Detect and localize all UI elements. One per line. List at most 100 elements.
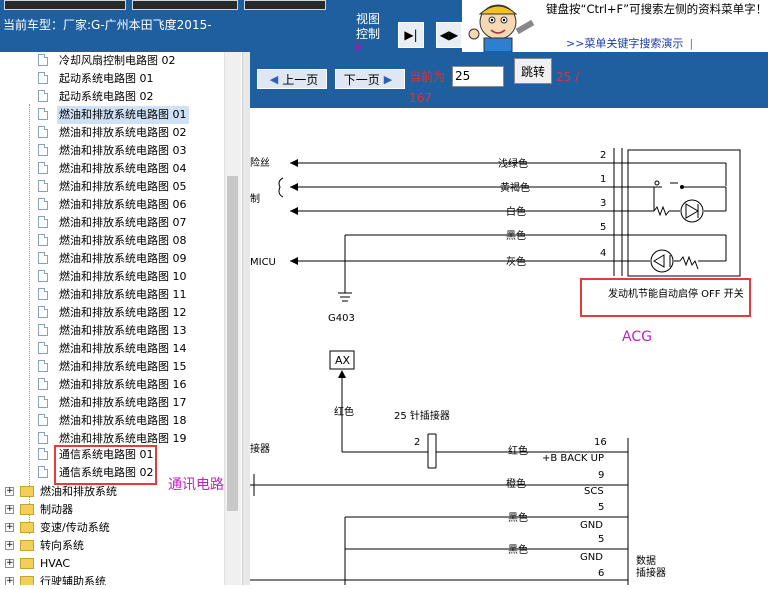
tree-guide-line — [29, 104, 30, 534]
jump-button[interactable]: 跳转 — [514, 58, 552, 84]
signal-label: SCS — [584, 486, 604, 497]
ax-label: AX — [335, 354, 351, 367]
panel-divider[interactable] — [242, 52, 251, 585]
wire-color: 黑色 — [508, 543, 528, 556]
expand-icon[interactable]: + — [5, 486, 14, 496]
document-icon — [38, 126, 48, 138]
document-icon — [38, 216, 48, 228]
document-icon — [38, 144, 48, 156]
pin-number: 5 — [600, 222, 606, 233]
wire-color: 橙色 — [506, 477, 526, 490]
document-icon — [38, 432, 48, 444]
split-view-button[interactable]: ◀▶ — [436, 22, 462, 48]
document-icon — [38, 306, 48, 318]
arrow-left-icon: ◀ — [269, 72, 279, 86]
expand-icon[interactable]: + — [5, 504, 14, 514]
view-control-label: 视图 控制 — [356, 12, 380, 52]
wiring-diagram-svg: 险丝 制 MICU 接器 浅绿色 黄褐色 白色 黑色 灰色 红色 橙色 黑色 黑… — [250, 148, 744, 585]
current-page-label: 当前为 — [409, 70, 446, 84]
toolbar-button[interactable] — [244, 0, 326, 10]
wiring-diagram: 险丝 制 MICU 接器 浅绿色 黄褐色 白色 黑色 灰色 红色 橙色 黑色 黑… — [250, 108, 768, 585]
data-connector-label: 数据 — [636, 554, 656, 567]
page-total-count: 167 — [409, 91, 432, 105]
switch-caption: 发动机节能自动启停 OFF 开关 — [608, 287, 744, 300]
annotation-label: 通讯电路 — [168, 477, 224, 493]
wire-color: 灰色 — [506, 255, 526, 268]
toolbar-button[interactable] — [132, 0, 238, 10]
pin-number: 5 — [598, 534, 604, 545]
document-icon — [38, 414, 48, 426]
wire-color: 红色 — [508, 444, 528, 457]
toolbar-button[interactable] — [4, 0, 126, 10]
wire-color: 白色 — [506, 205, 526, 218]
diagram-left-label: MICU — [250, 257, 276, 268]
highlight-box — [54, 445, 157, 485]
folder-icon — [20, 558, 34, 569]
expand-icon[interactable]: + — [5, 522, 14, 532]
expand-icon[interactable]: + — [5, 576, 14, 585]
pin-number: 6 — [598, 568, 604, 579]
document-icon — [38, 378, 48, 390]
document-icon — [38, 108, 48, 120]
diagram-left-label: 制 — [250, 192, 260, 205]
pin-number: 16 — [594, 437, 607, 448]
diagram-left-label: 接器 — [250, 442, 270, 455]
signal-label: GND — [580, 520, 603, 531]
split-arrows-icon: ◀▶ — [439, 28, 459, 42]
pin-number: 1 — [600, 174, 606, 185]
next-page-button[interactable]: 下一页▶ — [335, 69, 405, 89]
scrollbar-thumb[interactable] — [227, 176, 238, 511]
document-icon — [38, 288, 48, 300]
page-number-input[interactable]: 25 — [452, 66, 504, 87]
document-icon — [38, 396, 48, 408]
document-icon — [38, 342, 48, 354]
pin-number: 9 — [598, 470, 604, 481]
folder-icon — [20, 522, 34, 533]
folder-icon — [20, 504, 34, 515]
car-type-label: 当前车型：厂家:G-广州本田飞度2015- — [3, 18, 212, 32]
expand-icon[interactable]: + — [5, 540, 14, 550]
connector-title: 25 针插接器 — [394, 409, 450, 422]
document-icon — [38, 466, 48, 478]
data-connector-label: 插接器 — [636, 566, 666, 579]
folder-icon — [20, 486, 34, 497]
diagram-left-label: 险丝 — [250, 156, 270, 169]
pin-number: 5 — [598, 502, 604, 513]
page-total: 25 / — [556, 70, 580, 84]
pin-number: 2 — [600, 150, 606, 161]
pager-bar: ◀上一页 下一页▶ — [250, 52, 768, 108]
help-panel: 键盘按“Ctrl+F”可搜索左侧的资料菜单字！ >>菜单关键字搜索演示| — [462, 0, 768, 52]
wire-color: 黑色 — [508, 511, 528, 524]
document-icon — [38, 198, 48, 210]
wire-color: 黄褐色 — [500, 181, 530, 194]
wire-color: 黑色 — [506, 229, 526, 242]
signal-label: GND — [580, 552, 603, 563]
document-icon — [38, 180, 48, 192]
document-icon — [38, 90, 48, 102]
document-icon — [38, 448, 48, 460]
forward-view-button[interactable]: ▶| — [398, 22, 424, 48]
ax-wire-color: 红色 — [334, 405, 354, 418]
folder-icon — [20, 540, 34, 551]
sidebar-tree: 冷却风扇控制电路图 02 起动系统电路图 01 起动系统电路图 02 燃油和排放… — [0, 52, 242, 585]
document-icon — [38, 324, 48, 336]
mascot-icon — [462, 0, 544, 52]
connector-pin: 2 — [414, 437, 420, 448]
expand-icon[interactable]: + — [5, 558, 14, 568]
search-demo-link[interactable]: >>菜单关键字搜索演示| — [566, 37, 694, 50]
sidebar-scrollbar[interactable] — [224, 52, 241, 585]
document-icon — [38, 360, 48, 372]
document-icon — [38, 234, 48, 246]
wire-color: 浅绿色 — [498, 157, 528, 170]
prev-page-button[interactable]: ◀上一页 — [257, 69, 327, 89]
document-icon — [38, 54, 48, 66]
document-icon — [38, 72, 48, 84]
highlight-box — [580, 278, 751, 317]
document-icon — [38, 270, 48, 282]
pin-number: 3 — [600, 198, 606, 209]
arrow-right-icon: ▶ — [383, 72, 393, 86]
help-text: 键盘按“Ctrl+F”可搜索左侧的资料菜单字！ — [546, 2, 768, 16]
view-control-arrow-icon — [356, 42, 363, 52]
ground-label: G403 — [328, 313, 355, 324]
signal-label: +B BACK UP — [542, 453, 604, 464]
